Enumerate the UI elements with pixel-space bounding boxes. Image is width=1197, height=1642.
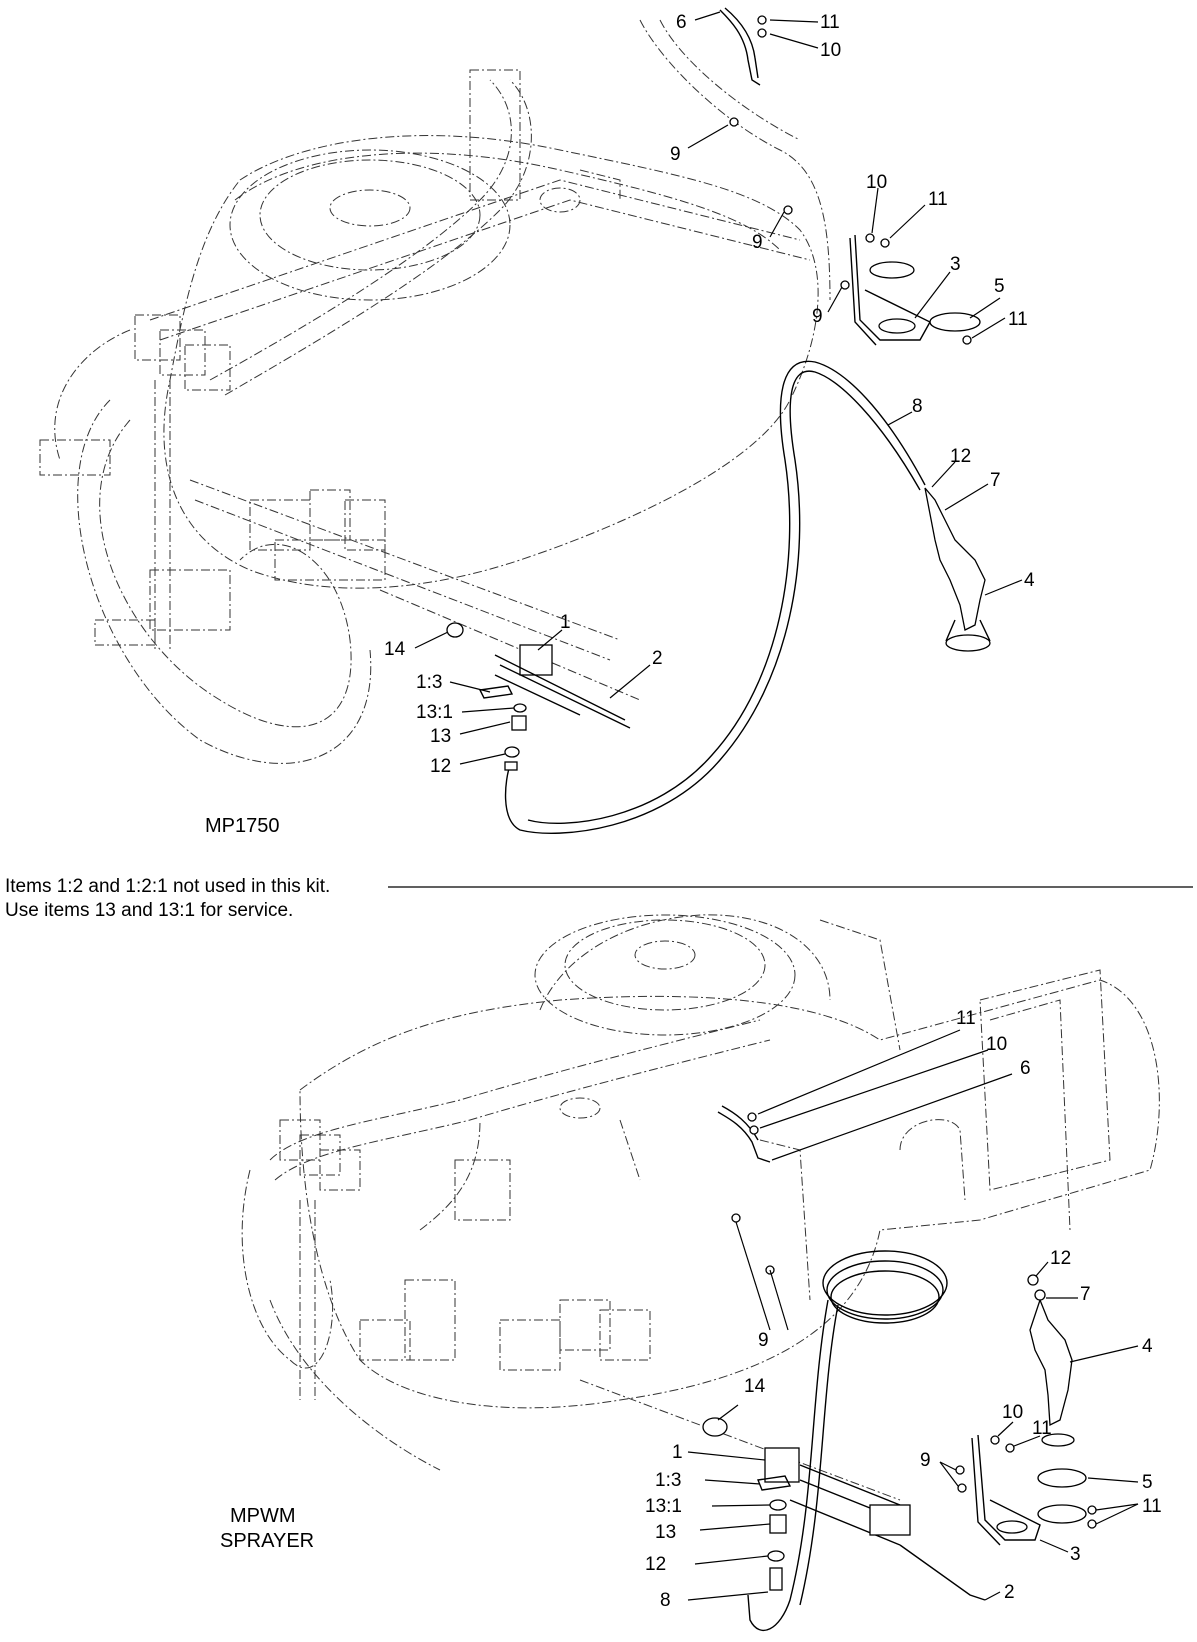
top-view-label: MP1750 xyxy=(205,815,280,837)
top-kit-parts xyxy=(446,7,991,834)
top-callout: 8 xyxy=(912,396,923,417)
note-line-2: Use items 13 and 13:1 for service. xyxy=(5,900,293,921)
top-callout: 12 xyxy=(430,756,451,777)
bottom-callout: 12 xyxy=(645,1554,666,1575)
top-callout: 11 xyxy=(1008,309,1028,330)
bottom-callout: 11 xyxy=(1142,1496,1162,1517)
bottom-callout: 1 xyxy=(672,1442,683,1463)
bottom-callout: 11 xyxy=(956,1008,976,1029)
hose-8 xyxy=(504,370,921,834)
bottom-kit-parts xyxy=(702,1105,1097,1632)
service-note: Items 1:2 and 1:2:1 not used in this kit… xyxy=(5,876,1193,921)
bottom-callout: 13 xyxy=(655,1522,676,1543)
top-callout: 11 xyxy=(820,12,840,33)
bottom-callout: 10 xyxy=(1002,1402,1023,1423)
top-callouts: 6 11 10 9 10 11 9 3 5 11 9 8 12 7 4 1 2 … xyxy=(384,12,1035,777)
spray-gun-4 xyxy=(924,487,986,631)
top-callout: 5 xyxy=(994,276,1005,297)
bottom-view-label-line-2: SPRAYER xyxy=(220,1530,314,1552)
bottom-callout: 12 xyxy=(1050,1248,1071,1269)
bottom-callouts: 11 10 6 9 12 7 4 14 10 11 9 5 11 1 1:3 1… xyxy=(645,1008,1162,1611)
bottom-callout: 14 xyxy=(744,1376,766,1397)
top-machine-outline xyxy=(39,19,831,764)
bottom-callout: 7 xyxy=(1080,1284,1091,1305)
bottom-machine-outline xyxy=(241,914,1160,1501)
top-callout: 1 xyxy=(560,612,571,633)
top-callout: 11 xyxy=(928,189,948,210)
top-callout: 14 xyxy=(384,639,406,660)
bottom-callout: 6 xyxy=(1020,1058,1031,1079)
bottom-callout: 11 xyxy=(1032,1418,1052,1439)
spray-gun-4 xyxy=(1029,1298,1073,1427)
bottom-callout: 9 xyxy=(920,1450,931,1471)
top-callout: 13 xyxy=(430,726,451,747)
top-callout: 10 xyxy=(866,172,887,193)
bottom-callout: 10 xyxy=(986,1034,1007,1055)
mount-bracket-3 xyxy=(977,1434,1041,1541)
clamp-5 xyxy=(929,312,981,332)
top-callout: 7 xyxy=(990,470,1001,491)
bracket-handle-6 xyxy=(717,1111,771,1163)
top-callout: 13:1 xyxy=(416,702,453,723)
bottom-leaders xyxy=(687,1029,1139,1601)
top-callout: 4 xyxy=(1024,570,1035,591)
bottom-callout: 8 xyxy=(660,1590,671,1611)
hose-8 xyxy=(747,1299,829,1632)
note-line-1: Items 1:2 and 1:2:1 not used in this kit… xyxy=(5,876,330,897)
bottom-callout: 1:3 xyxy=(655,1470,681,1491)
top-leaders xyxy=(414,11,1023,765)
bottom-callout: 3 xyxy=(1070,1544,1081,1565)
bottom-callout: 5 xyxy=(1142,1472,1153,1493)
top-callout: 2 xyxy=(652,648,663,669)
clamp-5 xyxy=(1037,1468,1087,1488)
bottom-callout: 13:1 xyxy=(645,1496,682,1517)
bottom-callout: 2 xyxy=(1004,1582,1015,1603)
mount-bracket-3 xyxy=(854,234,931,341)
top-callout: 9 xyxy=(670,144,681,165)
top-callout: 9 xyxy=(812,306,823,327)
top-callout: 3 xyxy=(950,254,961,275)
bottom-callout: 4 xyxy=(1142,1336,1153,1357)
top-callout: 6 xyxy=(676,12,687,33)
bottom-callout: 9 xyxy=(758,1330,769,1351)
top-callout: 12 xyxy=(950,446,971,467)
bracket-handle-6 xyxy=(719,9,761,86)
bottom-view-label-line-1: MPWM xyxy=(230,1505,296,1527)
top-callout: 10 xyxy=(820,40,841,61)
top-callout: 1:3 xyxy=(416,672,442,693)
top-callout: 9 xyxy=(752,232,763,253)
